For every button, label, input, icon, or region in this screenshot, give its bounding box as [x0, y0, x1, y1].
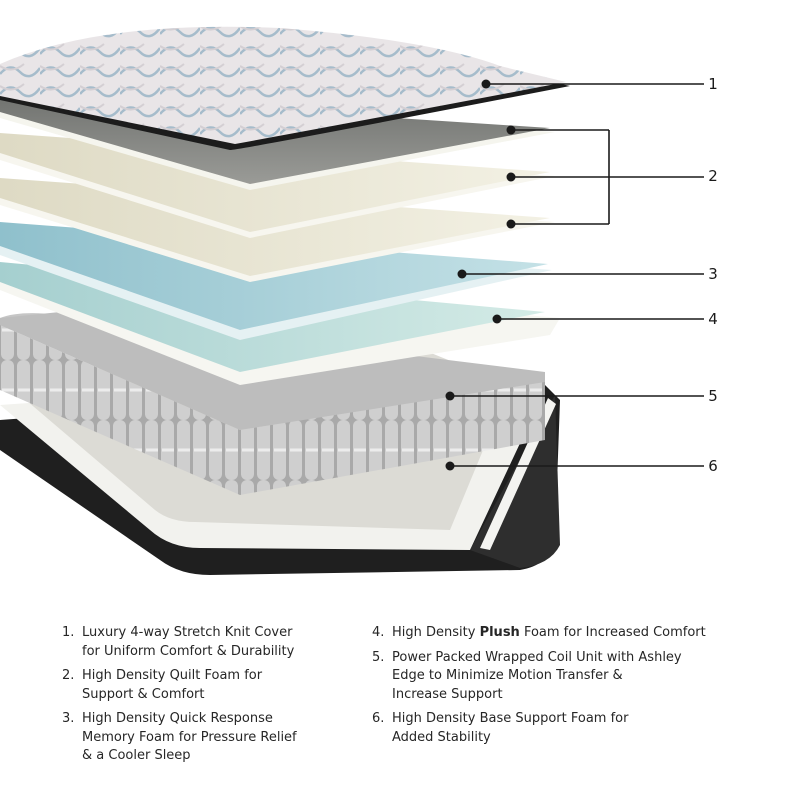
legend-line: Power Packed Wrapped Coil Unit with Ashl…	[392, 649, 682, 665]
legend-number: 2.	[62, 668, 75, 683]
legend-line: Increase Support	[392, 686, 503, 702]
legend-item-5: 5. Power Packed Wrapped Coil Unit with A…	[372, 649, 752, 705]
legend-line: Support & Comfort	[82, 686, 205, 702]
legend-number: 6.	[372, 711, 385, 726]
callout-number-3: 3	[708, 265, 718, 283]
legend-number: 5.	[372, 649, 385, 665]
callout-number-4: 4	[708, 310, 718, 328]
legend-number: 1.	[62, 625, 75, 640]
callout-number-6: 6	[708, 457, 718, 475]
legend-line: High Density Base Support Foam for	[392, 711, 629, 726]
legend-line: Memory Foam for Pressure Relief	[82, 729, 297, 745]
callout-number-2: 2	[708, 167, 718, 185]
callout-number-1: 1	[708, 75, 718, 93]
legend-right-column: 4. High Density Plush Foam for Increased…	[372, 624, 752, 753]
legend-line: Added Stability	[392, 729, 491, 745]
legend-text-suffix: Foam for Increased Comfort	[519, 625, 706, 640]
layer-1-knit-cover	[0, 26, 570, 150]
legend-line: Edge to Minimize Motion Transfer &	[392, 668, 623, 683]
legend-text-prefix: High Density	[392, 625, 480, 640]
legend-number: 4.	[372, 625, 385, 640]
legend-item-4: 4. High Density Plush Foam for Increased…	[372, 624, 752, 643]
legend-line: Luxury 4-way Stretch Knit Cover	[82, 625, 293, 640]
callout-leaders	[445, 79, 704, 471]
callout-number-5: 5	[708, 387, 718, 405]
legend-line: High Density Quick Response	[82, 711, 273, 726]
legend-left-column: 1. Luxury 4-way Stretch Knit Cover for Un…	[62, 624, 362, 772]
legend-line: for Uniform Comfort & Durability	[82, 643, 295, 659]
legend-number: 3.	[62, 711, 75, 726]
legend-line: & a Cooler Sleep	[82, 748, 191, 763]
mattress-layer-diagram	[0, 26, 704, 575]
legend-text-bold: Plush	[479, 625, 520, 640]
legend-item-1: 1. Luxury 4-way Stretch Knit Cover for Un…	[62, 624, 362, 661]
legend-line: High Density Quilt Foam for	[82, 668, 263, 683]
